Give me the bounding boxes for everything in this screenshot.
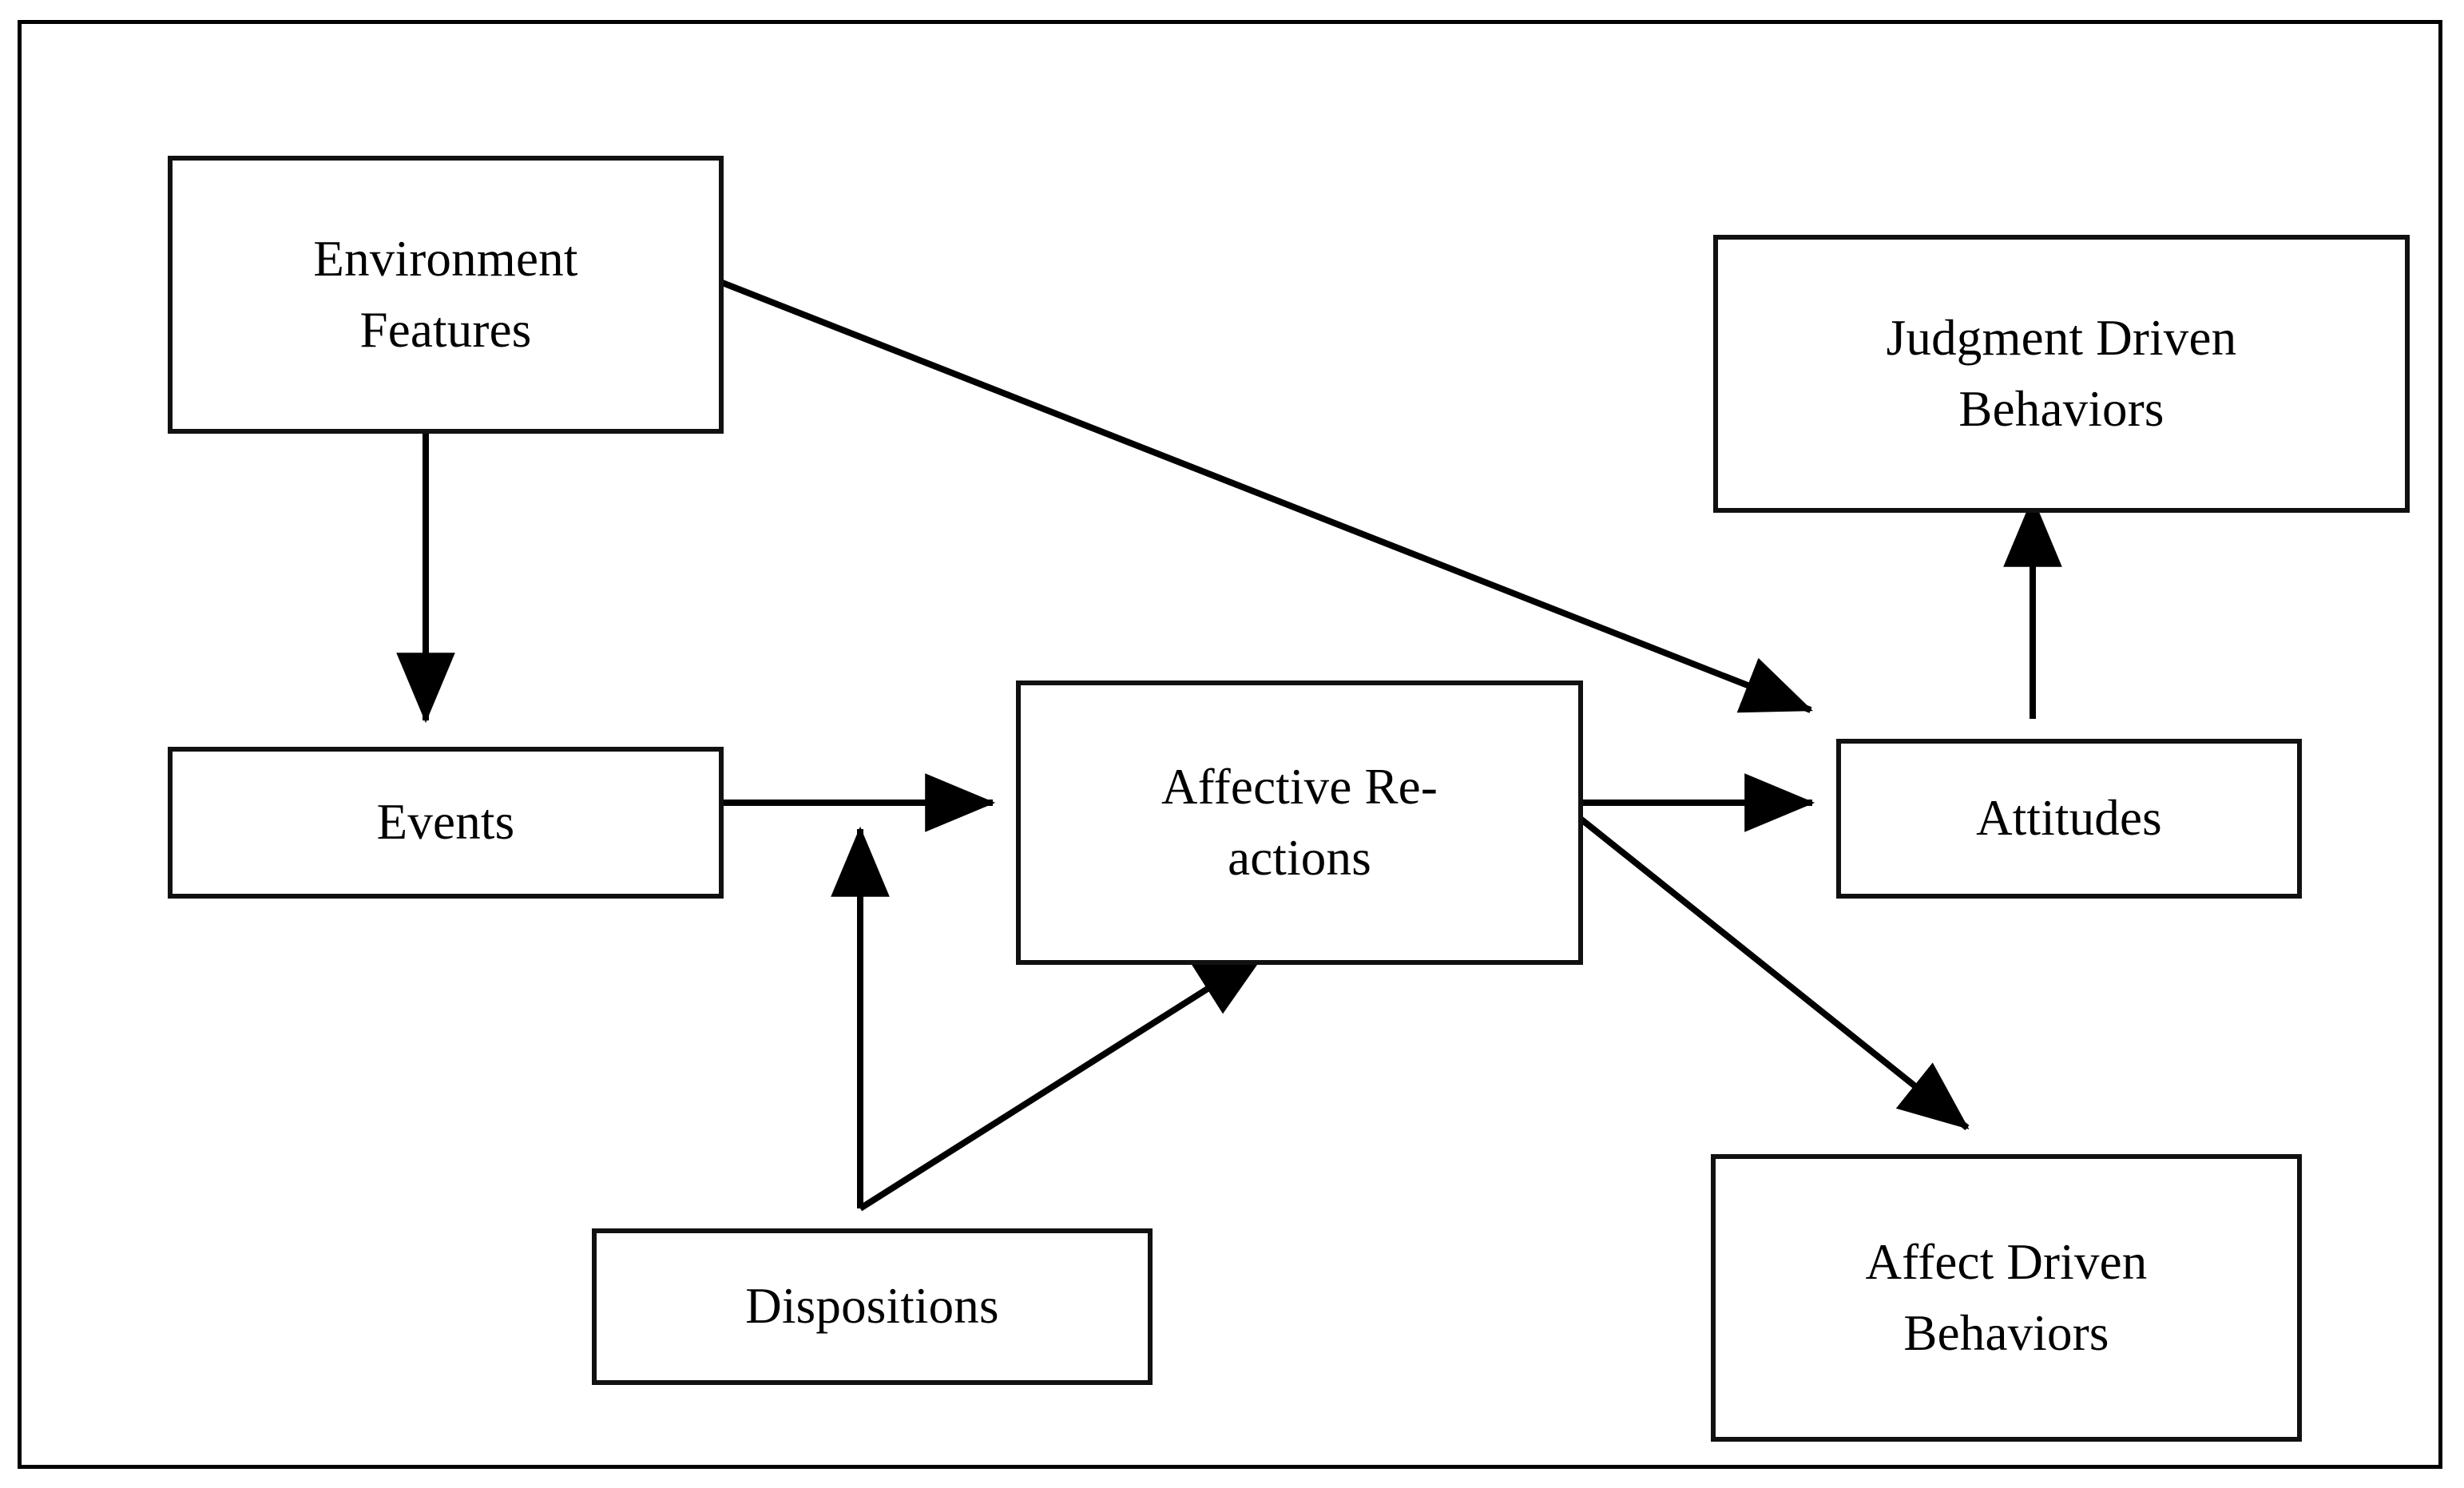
node-events[interactable]: Events <box>168 747 724 899</box>
node-affective-reactions[interactable]: Affective Re- actions <box>1016 681 1583 965</box>
node-affect-driven-behaviors[interactable]: Affect Driven Behaviors <box>1711 1154 2302 1442</box>
edge-dispositions-to-affective-reactions <box>858 950 1267 1212</box>
node-dispositions-label: Dispositions <box>745 1278 999 1335</box>
figure-outer-frame: Environment Features Judgment Driven Beh… <box>18 20 2442 1469</box>
node-affective-reactions-label: Affective Re- actions <box>1161 758 1438 886</box>
node-attitudes[interactable]: Attitudes <box>1836 739 2302 899</box>
edge-environment-features-to-attitudes <box>704 273 1813 713</box>
node-environment-features[interactable]: Environment Features <box>168 156 724 434</box>
node-events-label: Events <box>376 794 515 851</box>
node-environment-features-label: Environment Features <box>313 230 578 358</box>
node-judgment-driven-behaviors[interactable]: Judgment Driven Behaviors <box>1713 235 2410 513</box>
node-affect-driven-behaviors-label: Affect Driven Behaviors <box>1865 1233 2148 1361</box>
node-dispositions[interactable]: Dispositions <box>592 1228 1153 1385</box>
node-judgment-driven-behaviors-label: Judgment Driven Behaviors <box>1886 309 2237 437</box>
node-attitudes-label: Attitudes <box>1976 790 2162 847</box>
